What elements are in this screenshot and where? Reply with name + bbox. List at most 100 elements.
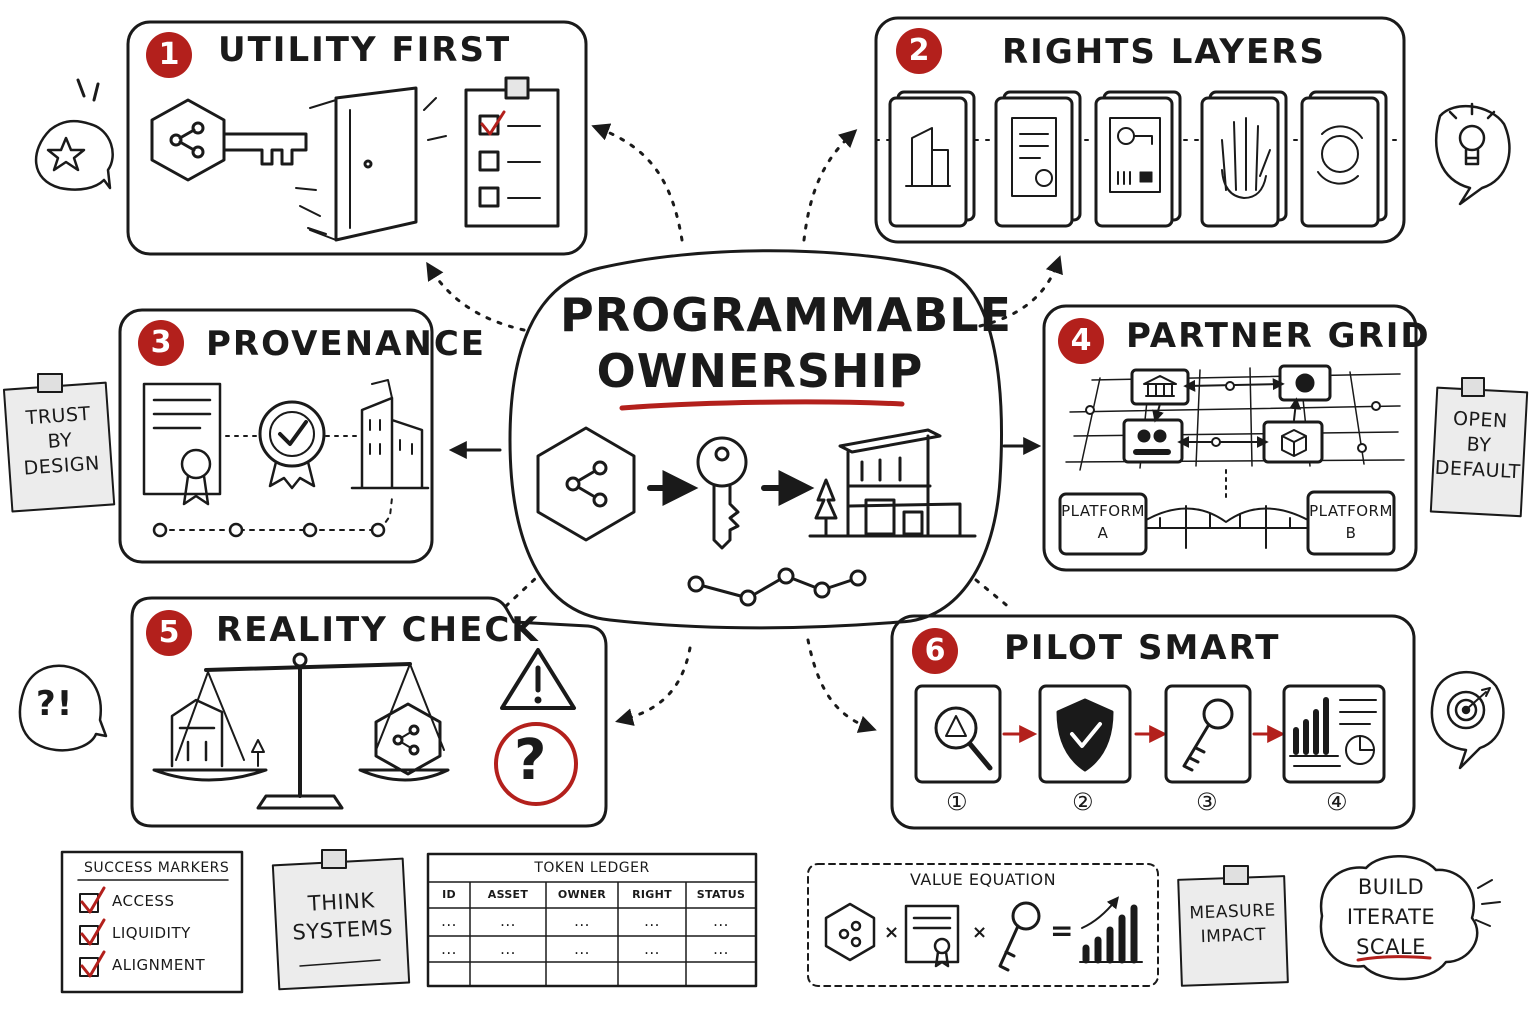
target-icon: [1446, 687, 1491, 730]
think-note-pin: [321, 849, 347, 869]
ledger-cell: ...: [500, 940, 516, 958]
panel-4-people-node-icon: [1122, 418, 1184, 464]
ledger-cell: ...: [713, 940, 729, 958]
ledger-cell: ...: [574, 912, 590, 930]
measure-note-pin: [1223, 865, 1249, 885]
value-equation-title: VALUE EQUATION: [909, 870, 1057, 889]
balance-scale-icon: [152, 652, 450, 810]
center-hexagon-icon: [536, 426, 636, 542]
panel-4-number-badge: 4: [1058, 318, 1104, 364]
panel-2-box: [874, 16, 1406, 244]
panel-6-number-badge: 6: [912, 628, 958, 674]
ledger-col-id: ID: [442, 888, 456, 901]
step-1-search-icon: [914, 684, 1002, 784]
panel-1-token-key-icon: [150, 98, 308, 182]
panel-1-number-badge: 1: [146, 32, 192, 78]
panel-4-node-connectors: [1085, 378, 1381, 453]
panel-3-number-badge: 3: [138, 320, 184, 366]
lightbulb-bubble: [1435, 104, 1511, 206]
ledger-col-right: RIGHT: [632, 888, 672, 901]
dots-right-bottom: [974, 578, 1012, 610]
ledger-col-status: STATUS: [696, 888, 746, 901]
center-title-line-1: PROGRAMMABLE: [560, 288, 1012, 342]
ledger-cell: ...: [500, 912, 516, 930]
success-item-liquidity: LIQUIDITY: [112, 924, 191, 942]
value-eq-token-icon: [824, 902, 876, 962]
token-ledger-table: [426, 852, 758, 988]
panel-1-checklist-icon: [464, 76, 560, 228]
center-title-line-2: OWNERSHIP: [596, 344, 924, 398]
step-2-shield-icon: [1038, 684, 1132, 784]
arrow-to-panel-6: [806, 638, 877, 733]
panel-4-box: [1042, 304, 1418, 572]
ledger-cell: ...: [441, 940, 457, 958]
arrow-to-panel-5: [615, 646, 692, 726]
panel-3-title: PROVENANCE: [206, 324, 487, 364]
panel-5-title: REALITY CHECK: [216, 610, 540, 650]
lightbulb-icon: [1448, 102, 1496, 166]
ledger-cell: ...: [644, 940, 660, 958]
arrow-to-panel-1: [591, 123, 684, 242]
panel-2-building-card-icon: [888, 90, 976, 228]
panel-1-title: UTILITY FIRST: [218, 30, 512, 70]
question-bubble-text: ?!: [36, 684, 74, 724]
center-building-icon: [808, 428, 977, 538]
build-underline: [1356, 955, 1432, 962]
build-cloud: [1319, 855, 1479, 981]
value-eq-times-1: ×: [884, 922, 901, 943]
success-item-access: ACCESS: [112, 892, 175, 910]
step-1-number: ①: [946, 788, 969, 816]
platform-b-box: [1306, 490, 1396, 556]
arrow-to-panel-3-top: [426, 261, 526, 332]
platform-a-box: [1058, 492, 1148, 556]
panel-3-building-icon: [350, 379, 430, 490]
bridge-icon: [1145, 505, 1309, 549]
open-note-pin: [1461, 377, 1485, 397]
panel-5-number-badge: 5: [146, 610, 192, 656]
value-eq-growth-chart-icon: [1079, 896, 1143, 964]
arrow-to-panel-2: [802, 129, 858, 242]
star-icon: [46, 136, 86, 172]
panel-1-door-icon: [295, 86, 447, 242]
value-eq-key-icon: [998, 901, 1041, 972]
panel-4-grid: [1065, 367, 1405, 471]
build-spark-marks: [1475, 879, 1501, 927]
value-eq-times-2: ×: [972, 922, 989, 943]
success-markers-title: SUCCESS MARKERS: [84, 860, 230, 876]
exclaim-marks: [76, 78, 100, 102]
ledger-col-owner: OWNER: [557, 888, 607, 901]
warning-icon: [500, 648, 576, 710]
panel-6-title: PILOT SMART: [1004, 628, 1281, 668]
question-bubble: [18, 664, 108, 752]
step-3-number: ③: [1196, 788, 1219, 816]
panel-3-timeline-nodes: [152, 522, 386, 538]
value-equation-box: [807, 863, 1159, 987]
value-eq-equals: =: [1050, 914, 1075, 947]
ledger-cell: ...: [713, 912, 729, 930]
panel-3-seal-icon: [258, 400, 326, 490]
center-hub: [508, 249, 1003, 630]
step-4-number: ④: [1326, 788, 1349, 816]
target-bubble: [1430, 671, 1505, 770]
center-key-icon: [696, 436, 748, 550]
step-2-number: ②: [1072, 788, 1095, 816]
panel-2-key-card-icon: [1094, 90, 1182, 228]
panel-3-certificate-icon: [142, 382, 222, 506]
question-mark-text: ?: [514, 728, 548, 793]
trust-note-pin: [37, 373, 63, 393]
token-ledger-title: TOKEN LEDGER: [534, 860, 650, 876]
success-checks: [79, 886, 106, 978]
panel-6-box: [890, 614, 1416, 830]
value-eq-certificate-icon: [904, 904, 960, 968]
panel-2-exchange-card-icon: [1300, 90, 1388, 228]
success-markers-box: [60, 850, 244, 994]
ledger-col-asset: ASSET: [487, 888, 529, 901]
